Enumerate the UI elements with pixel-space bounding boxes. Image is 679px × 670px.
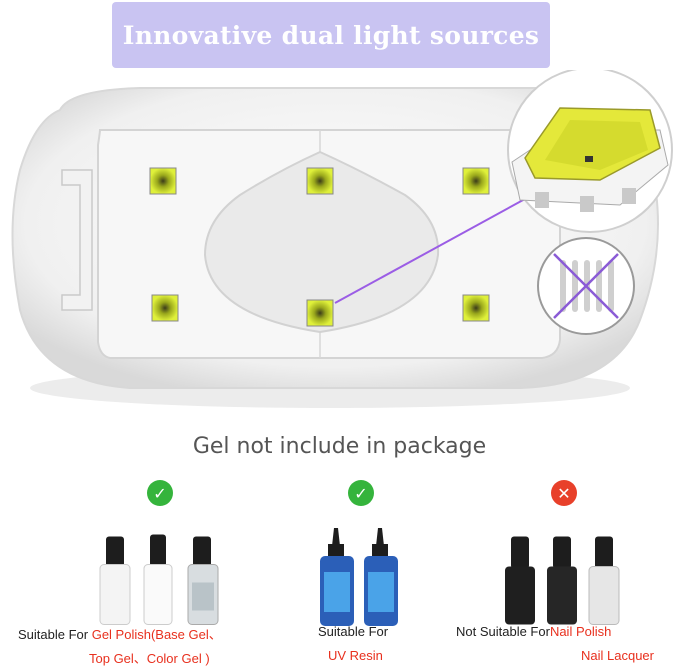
cross-icon: ✕ bbox=[551, 480, 577, 506]
hinge-bracket bbox=[61, 169, 93, 311]
gel-polish-bottles bbox=[99, 534, 219, 625]
page-title: Innovative dual light sources bbox=[122, 20, 540, 50]
led-chip-inset bbox=[507, 70, 673, 233]
uv-resin-caption: Suitable For bbox=[318, 624, 389, 639]
center-cutout bbox=[203, 150, 440, 334]
caption-prefix: Not Suitable For bbox=[456, 624, 550, 639]
led-top-left bbox=[149, 167, 177, 195]
uv-resin-caption-highlight: UV Resin bbox=[328, 648, 383, 663]
caption-highlight: Gel Polish(Base Gel、 bbox=[91, 627, 222, 642]
no-tube-icon bbox=[537, 237, 635, 335]
check-icon: ✓ bbox=[348, 480, 374, 506]
led-bottom-left bbox=[151, 294, 179, 322]
caption-prefix: Suitable For bbox=[18, 627, 92, 642]
uv-resin-bottles bbox=[320, 528, 398, 626]
nail-lacquer-caption: Nail Lacquer bbox=[581, 648, 654, 663]
uv-lamp-illustration bbox=[11, 70, 673, 408]
check-icon: ✓ bbox=[147, 480, 173, 506]
gel-polish-caption-line2: Top Gel、Color Gel ) bbox=[89, 651, 210, 666]
nail-polish-caption: Not Suitable ForNail Polish bbox=[456, 624, 611, 639]
callout-line bbox=[334, 181, 557, 304]
package-note: Gel not include in package bbox=[192, 434, 487, 459]
nail-polish-bottles bbox=[505, 536, 620, 625]
header-banner: Innovative dual light sources bbox=[112, 2, 550, 68]
led-bottom-center bbox=[306, 299, 334, 327]
gel-polish-caption: Suitable For Gel Polish(Base Gel、 bbox=[18, 624, 222, 643]
led-top-center bbox=[306, 167, 334, 195]
led-bottom-right bbox=[462, 294, 490, 322]
caption-highlight: Nail Polish bbox=[549, 624, 612, 639]
led-top-right bbox=[462, 167, 490, 195]
